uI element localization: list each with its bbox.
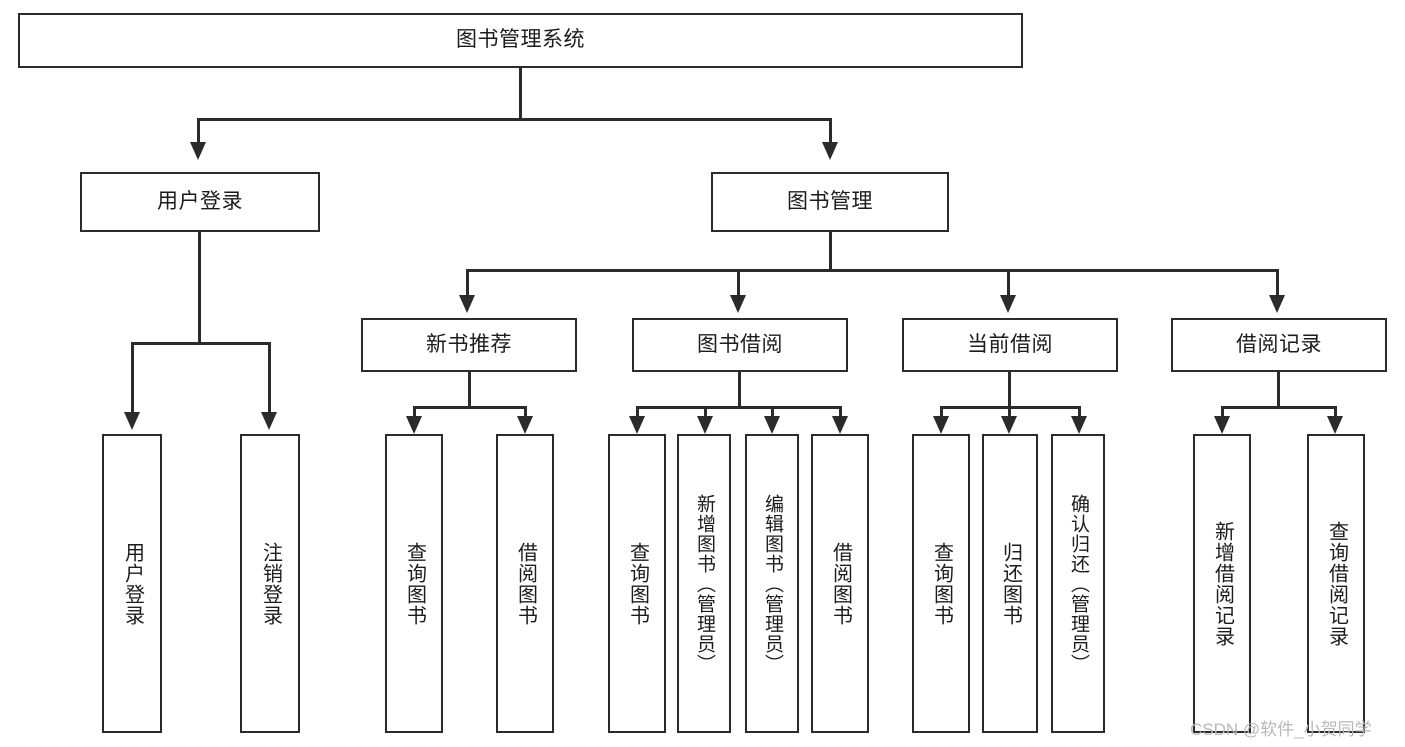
arrow-to-book-borrow xyxy=(730,295,746,313)
connector-root-leg-left xyxy=(197,118,200,144)
connector-root-stem xyxy=(519,68,522,120)
node-new-book-recommend[interactable]: 新书推荐 xyxy=(361,318,577,372)
arrow-bb-leaf-1 xyxy=(629,416,645,434)
connector-nbr-stem xyxy=(468,372,471,408)
connector-bm-leg-4 xyxy=(1276,269,1279,297)
node-label: 查询图书 xyxy=(930,541,953,626)
node-label: 借阅图书 xyxy=(514,541,537,626)
connector-bb-leg-1 xyxy=(636,406,639,418)
node-label: 用户登录 xyxy=(157,189,243,213)
connector-user-login-leg-2 xyxy=(268,342,271,414)
node-label: 确认归还（管理员） xyxy=(1067,493,1089,674)
node-label: 借阅图书 xyxy=(829,541,852,626)
leaf-nbr-borrow-book[interactable]: 借阅图书 xyxy=(496,434,554,733)
leaf-bb-add-book-admin[interactable]: 新增图书（管理员） xyxy=(677,434,731,733)
arrow-nbr-leaf-2 xyxy=(517,416,533,434)
arrow-br-leaf-2 xyxy=(1327,416,1343,434)
leaf-bb-query-book[interactable]: 查询图书 xyxy=(608,434,666,733)
arrow-to-user-login xyxy=(190,142,206,160)
connector-bb-leg-4 xyxy=(839,406,842,418)
leaf-bb-borrow-book[interactable]: 借阅图书 xyxy=(811,434,869,733)
connector-cb-leg-2 xyxy=(1008,406,1011,418)
leaf-cb-query-book[interactable]: 查询图书 xyxy=(912,434,970,733)
leaf-br-query-record[interactable]: 查询借阅记录 xyxy=(1307,434,1365,733)
connector-bb-stem xyxy=(738,372,741,408)
node-label: 用户登录 xyxy=(121,541,144,626)
connector-br-leg-2 xyxy=(1334,406,1337,418)
connector-bm-leg-2 xyxy=(737,269,740,297)
node-label: 注销登录 xyxy=(259,541,282,626)
arrow-to-current-borrow xyxy=(1000,295,1016,313)
connector-nbr-leg-2 xyxy=(524,406,527,418)
connector-user-login-bar xyxy=(131,342,271,345)
node-label: 借阅记录 xyxy=(1236,332,1322,356)
node-label: 查询借阅记录 xyxy=(1325,520,1348,647)
node-label: 图书管理 xyxy=(787,189,873,213)
arrow-br-leaf-1 xyxy=(1214,416,1230,434)
node-label: 查询图书 xyxy=(626,541,649,626)
node-label: 新增借阅记录 xyxy=(1211,520,1234,647)
arrow-bb-leaf-3 xyxy=(764,416,780,434)
connector-bm-leg-1 xyxy=(466,269,469,297)
node-label: 当前借阅 xyxy=(967,332,1053,356)
leaf-nbr-query-book[interactable]: 查询图书 xyxy=(385,434,443,733)
node-label: 编辑图书（管理员） xyxy=(761,493,783,674)
node-label: 图书管理系统 xyxy=(456,28,585,52)
arrow-to-book-management xyxy=(822,142,838,160)
connector-bb-leg-3 xyxy=(771,406,774,418)
connector-cb-stem xyxy=(1008,372,1011,408)
leaf-bb-edit-book-admin[interactable]: 编辑图书（管理员） xyxy=(745,434,799,733)
leaf-cb-confirm-return-admin[interactable]: 确认归还（管理员） xyxy=(1051,434,1105,733)
connector-book-management-stem xyxy=(829,232,832,272)
connector-br-bar xyxy=(1221,406,1337,409)
node-user-login[interactable]: 用户登录 xyxy=(80,172,320,232)
connector-cb-leg-3 xyxy=(1078,406,1081,418)
arrow-nbr-leaf-1 xyxy=(406,416,422,434)
connector-book-management-bar xyxy=(466,269,1279,272)
arrow-cb-leaf-2 xyxy=(1001,416,1017,434)
arrow-to-leaf-logout xyxy=(261,412,277,430)
connector-nbr-leg-1 xyxy=(413,406,416,418)
leaf-cb-return-book[interactable]: 归还图书 xyxy=(982,434,1038,733)
node-book-management[interactable]: 图书管理 xyxy=(711,172,949,232)
arrow-cb-leaf-3 xyxy=(1071,416,1087,434)
connector-bm-leg-3 xyxy=(1007,269,1010,297)
arrow-to-borrow-record xyxy=(1269,295,1285,313)
connector-br-leg-1 xyxy=(1221,406,1224,418)
node-label: 查询图书 xyxy=(403,541,426,626)
arrow-to-leaf-user-login xyxy=(124,412,140,430)
connector-user-login-stem xyxy=(198,232,201,344)
node-label: 新书推荐 xyxy=(426,332,512,356)
connector-cb-leg-1 xyxy=(940,406,943,418)
node-label: 归还图书 xyxy=(999,541,1022,626)
node-current-borrow[interactable]: 当前借阅 xyxy=(902,318,1118,372)
connector-user-login-leg-1 xyxy=(131,342,134,414)
node-label: 新增图书（管理员） xyxy=(693,493,715,674)
leaf-user-login[interactable]: 用户登录 xyxy=(102,434,162,733)
connector-nbr-bar xyxy=(413,406,527,409)
connector-bb-leg-2 xyxy=(704,406,707,418)
arrow-bb-leaf-4 xyxy=(832,416,848,434)
arrow-to-new-book-recommend xyxy=(459,295,475,313)
arrow-cb-leaf-1 xyxy=(933,416,949,434)
node-root-book-management-system[interactable]: 图书管理系统 xyxy=(18,13,1023,68)
node-book-borrow[interactable]: 图书借阅 xyxy=(632,318,848,372)
connector-br-stem xyxy=(1277,372,1280,408)
arrow-bb-leaf-2 xyxy=(697,416,713,434)
node-label: 图书借阅 xyxy=(697,332,783,356)
connector-bb-bar xyxy=(636,406,842,409)
connector-root-bar xyxy=(197,118,832,121)
leaf-logout[interactable]: 注销登录 xyxy=(240,434,300,733)
node-borrow-record[interactable]: 借阅记录 xyxy=(1171,318,1387,372)
connector-root-leg-right xyxy=(829,118,832,144)
csdn-watermark: CSDN @软件_小贺同学 xyxy=(1190,720,1372,739)
leaf-br-add-record[interactable]: 新增借阅记录 xyxy=(1193,434,1251,733)
